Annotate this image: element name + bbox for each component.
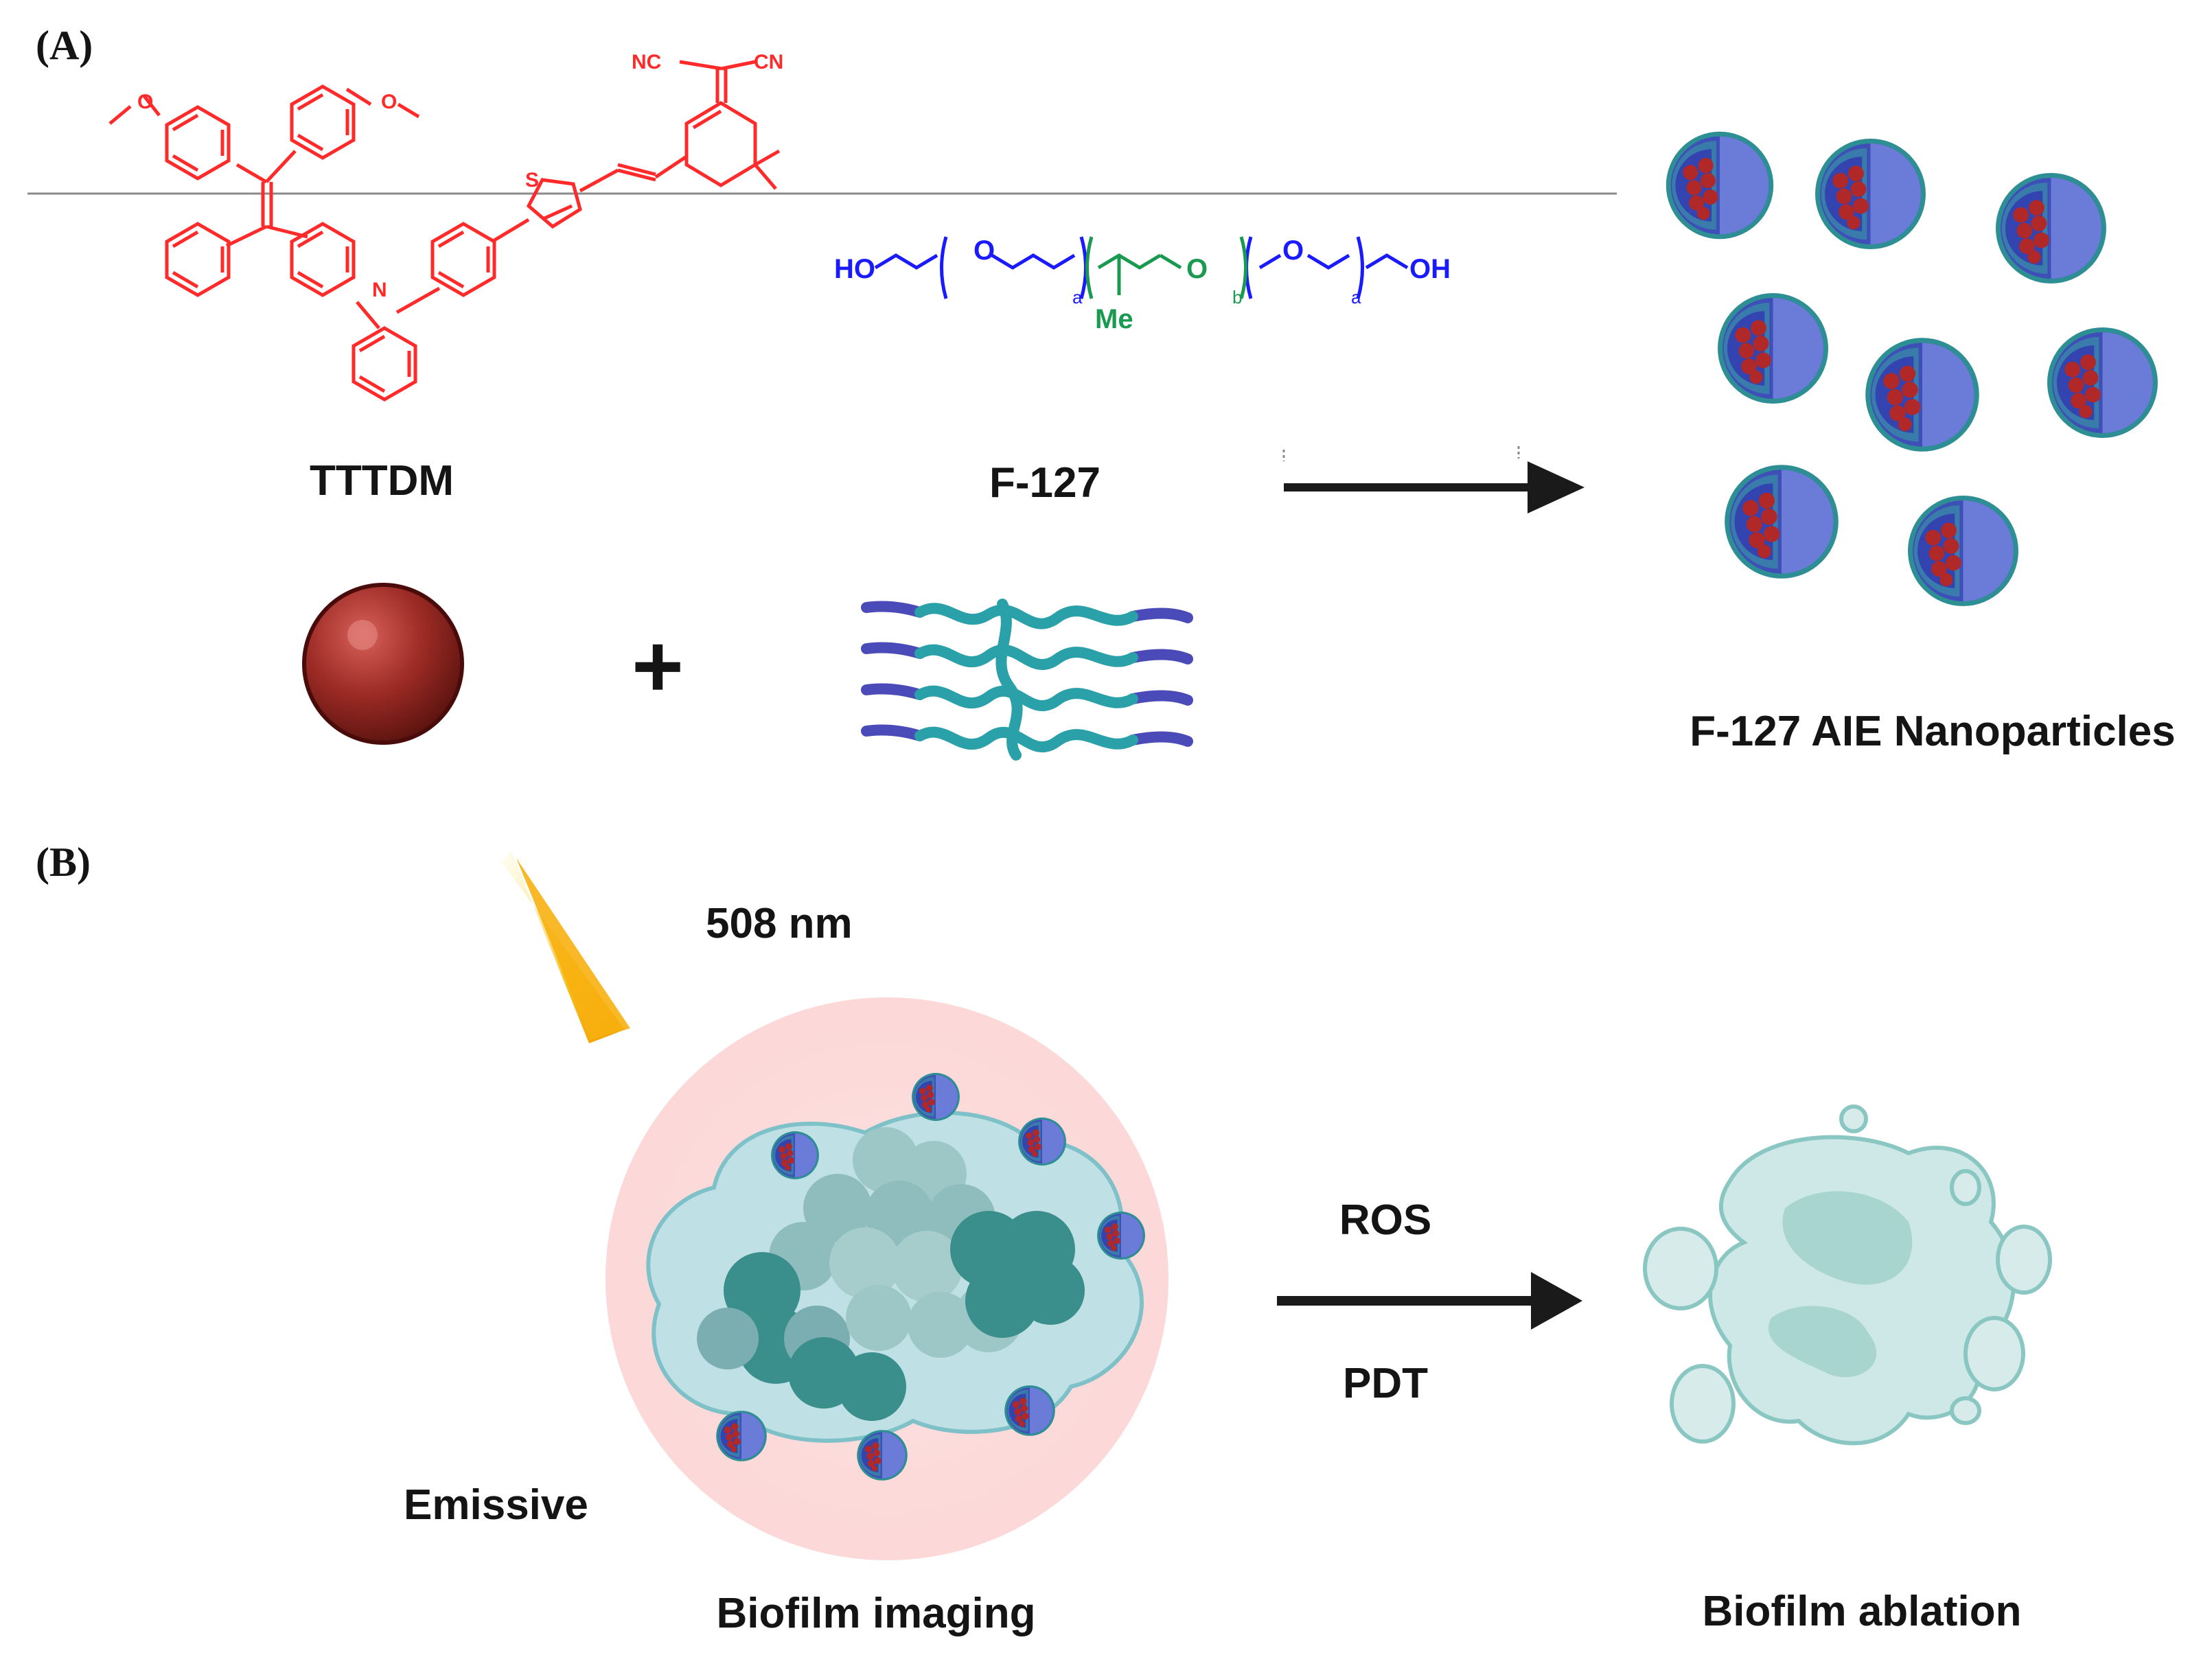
tttdm-nitrogen: N [372, 279, 387, 301]
plus-sign: + [632, 616, 684, 716]
label-pdt: PDT [1343, 1360, 1428, 1407]
nanoparticle [2047, 327, 2158, 438]
f127-b: b [1232, 287, 1242, 308]
label-f127: F-127 [989, 459, 1101, 507]
label-nanoparticles: F-127 AIE Nanoparticles [1690, 708, 2176, 755]
tttdm-ome-left: O [137, 91, 153, 113]
nanoparticle [1996, 173, 2106, 283]
tttdm-structure [108, 60, 781, 400]
biofilm-imaging-figure [606, 997, 1168, 1560]
tttdm-cn: CN [754, 51, 783, 73]
nanoparticle [857, 1430, 908, 1481]
debris [1643, 1227, 1718, 1310]
label-biofilm-ablation: Biofilm ablation [1702, 1588, 2022, 1635]
f127-a1: a [1072, 287, 1083, 308]
debris [1963, 1316, 2025, 1391]
label-emissive: Emissive [404, 1481, 588, 1529]
f127-o2: O [1186, 254, 1208, 284]
nanoparticle [1718, 293, 1828, 404]
panel-label-a: (A) [36, 23, 93, 68]
label-tttdm: TTTDM [309, 457, 454, 505]
debris [1950, 1396, 1981, 1425]
nanoparticle [1725, 465, 1839, 579]
f127-me: Me [1095, 304, 1133, 334]
treatment-arrow [1277, 1272, 1582, 1330]
tttdm-ome-right: O [381, 91, 397, 113]
nanoparticle [771, 1131, 819, 1179]
debris [1670, 1364, 1736, 1444]
f127-structure [874, 236, 1409, 299]
nanoparticle [1865, 338, 1979, 452]
bacteria-cluster [697, 1127, 1085, 1421]
nanoparticle [716, 1411, 767, 1461]
panel-label-b: (B) [36, 840, 91, 885]
nanoparticle [1004, 1385, 1055, 1436]
nanoparticle [1018, 1118, 1066, 1166]
f127-oh: OH [1409, 254, 1451, 284]
polymer-chains [861, 599, 1193, 761]
biofilm-ablation-figure [1643, 1104, 2052, 1446]
nanoparticle [1815, 139, 1926, 249]
nanoparticle [1908, 496, 2018, 606]
f127-o3: O [1282, 235, 1304, 266]
debris [1839, 1104, 1868, 1133]
f127-ho: HO [834, 254, 875, 284]
debris [1950, 1169, 1981, 1206]
f127-a2: a [1351, 287, 1361, 308]
formation-arrow [1282, 446, 1585, 513]
dye-sphere [302, 583, 464, 745]
nanoparticle [1666, 131, 1774, 240]
f127-o1: O [973, 235, 995, 266]
nanoparticle [1097, 1212, 1145, 1260]
debris [1996, 1225, 2052, 1295]
tttdm-nc: NC [632, 51, 661, 73]
nanoparticle-group [1666, 131, 2158, 606]
label-wavelength: 508 nm [706, 900, 853, 947]
nanoparticle [912, 1073, 960, 1121]
label-biofilm-imaging: Biofilm imaging [716, 1590, 1036, 1637]
tttdm-sulfur: S [525, 169, 539, 192]
label-ros: ROS [1339, 1196, 1432, 1244]
